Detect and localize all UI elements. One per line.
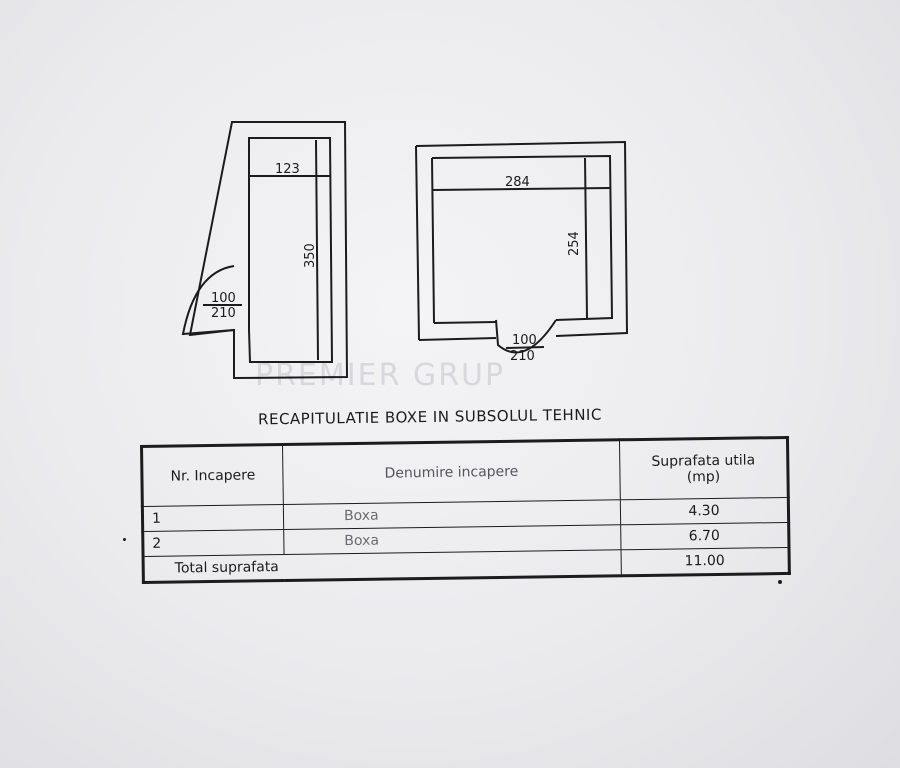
right-room-door-label-line: [505, 346, 545, 349]
watermark: PREMIER GRUP: [255, 358, 505, 393]
table-header-row: Nr. Incapere Denumire incapere Suprafata…: [141, 437, 789, 507]
floor-plans: PREMIER GRUP 123 350 100 210 284 254 100…: [181, 121, 629, 393]
header-room-name: Denumire incapere: [282, 439, 621, 505]
total-area: 11.00: [621, 547, 790, 576]
right-room-plan: [415, 140, 629, 354]
ink-dot: [778, 580, 782, 584]
left-room-plan: [181, 121, 349, 380]
header-room-number: Nr. Incapere: [141, 444, 284, 507]
right-room-door-swing: [495, 319, 557, 354]
summary-title: RECAPITULATIE BOXE IN SUBSOLUL TEHNIC: [257, 405, 602, 429]
left-room-inner-wall: [248, 137, 334, 363]
row-number: 1: [142, 504, 284, 532]
left-room-length-label: 350: [303, 243, 318, 268]
right-room-length-dimension-line: [584, 157, 588, 319]
row-area: 4.30: [620, 497, 789, 525]
left-room-length-dimension-line: [315, 139, 319, 361]
ink-dot: [123, 538, 126, 541]
left-room-door-height-label: 210: [211, 306, 236, 321]
left-room-door-swing: [181, 265, 235, 336]
header-area: Suprafata utila (mp): [619, 437, 789, 500]
right-room-length-label: 254: [567, 231, 582, 256]
left-room-width-label: 123: [275, 162, 300, 177]
row-number: 2: [142, 529, 285, 557]
right-room-door-width-label: 100: [512, 333, 537, 348]
total-label: Total suprafata: [143, 549, 622, 583]
right-room-width-dimension-line: [432, 187, 611, 191]
right-room-door-height-label: 210: [510, 349, 535, 364]
header-area-line2: (mp): [686, 468, 721, 486]
summary-table: Nr. Incapere Denumire incapere Suprafata…: [140, 435, 791, 584]
row-area: 6.70: [620, 522, 789, 550]
right-room-outer-wall: [415, 140, 629, 341]
left-room-outer-wall: [188, 121, 349, 380]
left-room-door-width-label: 100: [211, 291, 236, 306]
right-room-width-label: 284: [505, 175, 530, 190]
